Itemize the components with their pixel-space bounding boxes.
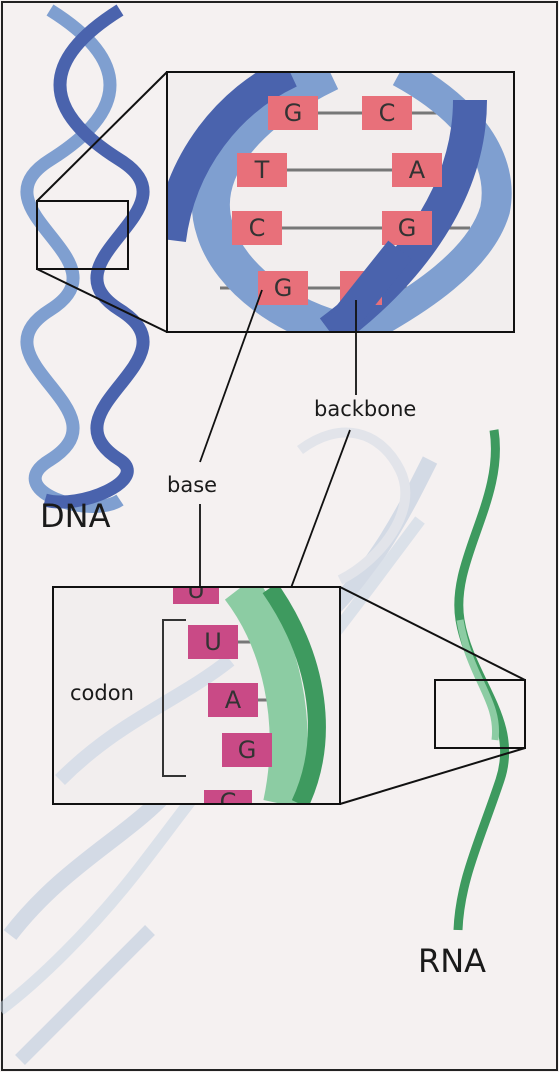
- rna-label: RNA: [418, 942, 486, 980]
- rna-zoom-panel: U U A G C codon: [53, 576, 340, 816]
- dna-base-2-left: T: [254, 156, 270, 184]
- dna-label: DNA: [40, 497, 111, 535]
- dna-zoom-panel: G C T A C G G C: [167, 72, 514, 332]
- dna-base-4-left: G: [274, 274, 293, 302]
- rna-base-1: U: [204, 628, 222, 656]
- codon-label: codon: [70, 681, 134, 705]
- dna-base-1-left: G: [284, 99, 303, 127]
- dna-base-2-right: A: [409, 156, 426, 184]
- dna-base-1-right: C: [379, 99, 396, 127]
- dna-base-3-left: C: [249, 214, 266, 242]
- backbone-label: backbone: [314, 397, 416, 421]
- base-label: base: [167, 473, 217, 497]
- rna-base-2: A: [225, 686, 242, 714]
- rna-base-3: G: [238, 736, 257, 764]
